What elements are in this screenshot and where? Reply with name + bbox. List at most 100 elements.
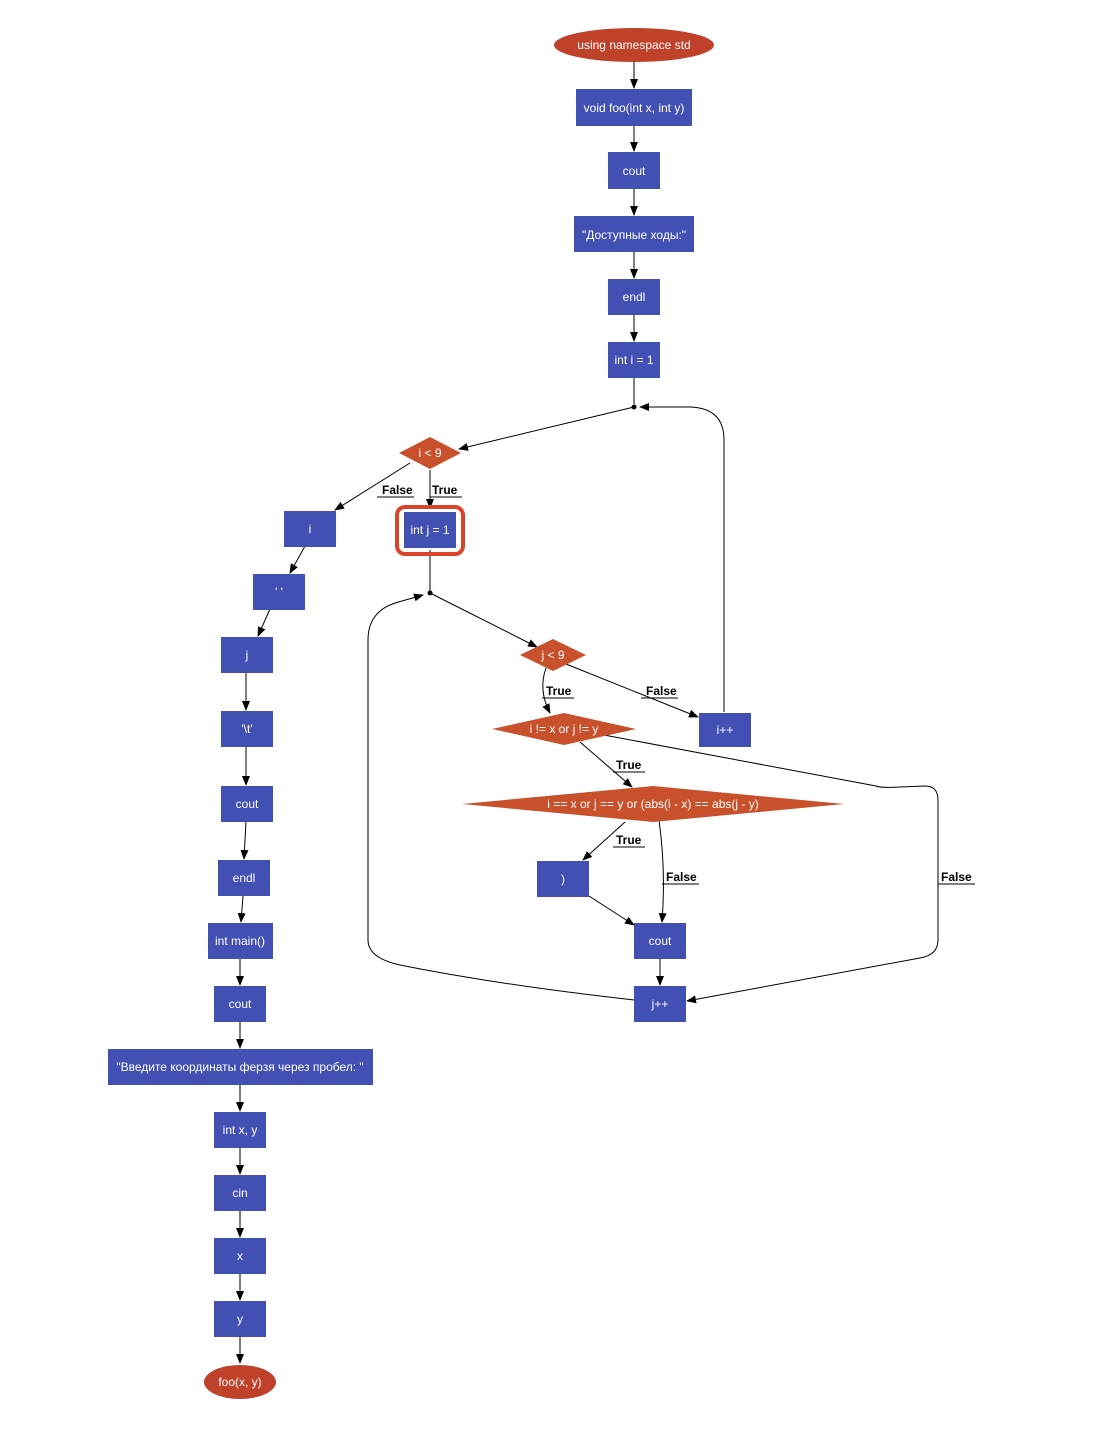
edge-junction-to-cond-i bbox=[458, 406, 635, 451]
process-shape bbox=[634, 986, 686, 1022]
edge-cout2-to-endl2 bbox=[240, 820, 249, 860]
node-label: ' ' bbox=[275, 585, 283, 599]
edge-cond-j-false bbox=[565, 663, 699, 718]
node-cond-neq[interactable]: i != x or j != y bbox=[492, 713, 636, 745]
node-endl2[interactable]: endl bbox=[218, 860, 270, 896]
edge-label-false-j: False bbox=[646, 684, 677, 698]
node-endl1[interactable]: endl bbox=[608, 279, 660, 315]
process-shape bbox=[253, 574, 305, 610]
edge-label-true-neq: True bbox=[616, 758, 642, 772]
process-shape bbox=[108, 1049, 373, 1085]
decision-shape bbox=[462, 786, 844, 822]
node-print-j[interactable]: j bbox=[221, 637, 273, 673]
node-label: cout bbox=[229, 997, 252, 1011]
edges bbox=[236, 62, 975, 1364]
process-shape bbox=[284, 511, 336, 547]
process-shape bbox=[576, 89, 692, 126]
node-call-foo[interactable]: foo(x, y) bbox=[204, 1365, 276, 1399]
edge-label-false-attack: False bbox=[666, 870, 697, 884]
edge-label-true-j: True bbox=[546, 684, 572, 698]
node-int-i[interactable]: int i = 1 bbox=[608, 342, 660, 378]
node-label: j bbox=[245, 648, 249, 662]
edge-label-false-i: False bbox=[382, 483, 413, 497]
node-cin[interactable]: cin bbox=[214, 1175, 266, 1211]
node-label: "Доступные ходы:" bbox=[582, 228, 686, 242]
process-shape bbox=[214, 1175, 266, 1211]
node-label: void foo(int x, int y) bbox=[584, 101, 685, 115]
node-foo-decl[interactable]: void foo(int x, int y) bbox=[576, 89, 692, 126]
decision-shape bbox=[399, 437, 461, 469]
node-prompt-str[interactable]: "Введите координаты ферзя через пробел: … bbox=[108, 1049, 373, 1085]
highlight-frame bbox=[395, 505, 465, 556]
process-shape bbox=[208, 923, 273, 959]
node-cond-i[interactable]: i < 9 bbox=[399, 437, 461, 469]
node-cout2[interactable]: cout bbox=[221, 786, 273, 822]
edge-cond-attack-false bbox=[658, 819, 667, 923]
node-label: int main() bbox=[215, 934, 265, 948]
node-label: ) bbox=[561, 872, 565, 886]
node-label: int j = 1 bbox=[410, 523, 449, 537]
edge-paren-to-cout4 bbox=[588, 895, 635, 926]
node-label: endl bbox=[233, 871, 256, 885]
edge-space-to-j bbox=[257, 608, 271, 637]
node-label: cin bbox=[232, 1186, 247, 1200]
process-shape bbox=[608, 152, 660, 189]
edge-cond-i-false bbox=[334, 462, 411, 511]
process-shape bbox=[214, 1112, 266, 1148]
terminal-shape bbox=[554, 28, 714, 62]
node-label: endl bbox=[623, 290, 646, 304]
process-shape bbox=[634, 923, 686, 959]
node-paren[interactable]: ) bbox=[537, 861, 589, 897]
node-label: cout bbox=[649, 934, 672, 948]
edge-cond-neq-true bbox=[579, 741, 633, 788]
node-tab-str[interactable]: '\t' bbox=[221, 711, 273, 747]
node-moves-str[interactable]: "Доступные ходы:" bbox=[574, 216, 694, 252]
edge-label-true-i: True bbox=[432, 483, 458, 497]
edge-label-true-attack: True bbox=[616, 833, 642, 847]
edge-cond-j-true bbox=[542, 667, 551, 714]
node-label: int x, y bbox=[223, 1123, 258, 1137]
node-cond-j[interactable]: j < 9 bbox=[520, 639, 586, 671]
node-label: x bbox=[237, 1249, 243, 1263]
node-label: foo(x, y) bbox=[218, 1375, 261, 1389]
decision-shape bbox=[520, 639, 586, 671]
node-space-str[interactable]: ' ' bbox=[253, 574, 305, 610]
node-label: int i = 1 bbox=[614, 353, 653, 367]
edge-labels: False True True False True False True Fa… bbox=[382, 483, 972, 884]
node-j-inc[interactable]: j++ bbox=[634, 986, 686, 1022]
node-var-y[interactable]: y bbox=[214, 1301, 266, 1337]
nodes: using namespace std void foo(int x, int … bbox=[108, 28, 844, 1399]
process-shape bbox=[221, 711, 273, 747]
edge-junction-to-cond-j bbox=[429, 592, 538, 648]
node-var-x[interactable]: x bbox=[214, 1238, 266, 1274]
node-label: i < 9 bbox=[418, 446, 441, 460]
edge-cond-attack-true bbox=[582, 821, 626, 861]
process-shape bbox=[608, 342, 660, 378]
node-cout3[interactable]: cout bbox=[214, 986, 266, 1022]
node-int-j[interactable]: int j = 1 bbox=[395, 505, 465, 556]
node-start[interactable]: using namespace std bbox=[554, 28, 714, 62]
process-shape bbox=[214, 1238, 266, 1274]
edge-i-to-space bbox=[289, 545, 306, 574]
node-label: using namespace std bbox=[577, 38, 690, 52]
process-shape bbox=[404, 512, 456, 548]
node-main-decl[interactable]: int main() bbox=[208, 923, 273, 959]
node-cout4[interactable]: cout bbox=[634, 923, 686, 959]
node-int-xy[interactable]: int x, y bbox=[214, 1112, 266, 1148]
process-shape bbox=[699, 713, 751, 747]
process-shape bbox=[221, 786, 273, 822]
node-label: cout bbox=[623, 164, 646, 178]
node-label: "Введите координаты ферзя через пробел: … bbox=[116, 1060, 363, 1074]
node-print-i[interactable]: i bbox=[284, 511, 336, 547]
process-shape bbox=[221, 637, 273, 673]
edge-j-inc-loop-back bbox=[367, 593, 635, 1001]
node-i-inc[interactable]: i++ bbox=[699, 713, 751, 747]
node-label: i++ bbox=[717, 723, 734, 737]
node-label: i bbox=[309, 522, 312, 536]
node-cond-attack[interactable]: i == x or j == y or (abs(i - x) == abs(j… bbox=[462, 786, 844, 822]
edge-i-inc-loop-back bbox=[639, 403, 725, 712]
node-cout1[interactable]: cout bbox=[608, 152, 660, 189]
process-shape bbox=[574, 216, 694, 252]
edge-label-false-neq: False bbox=[941, 870, 972, 884]
